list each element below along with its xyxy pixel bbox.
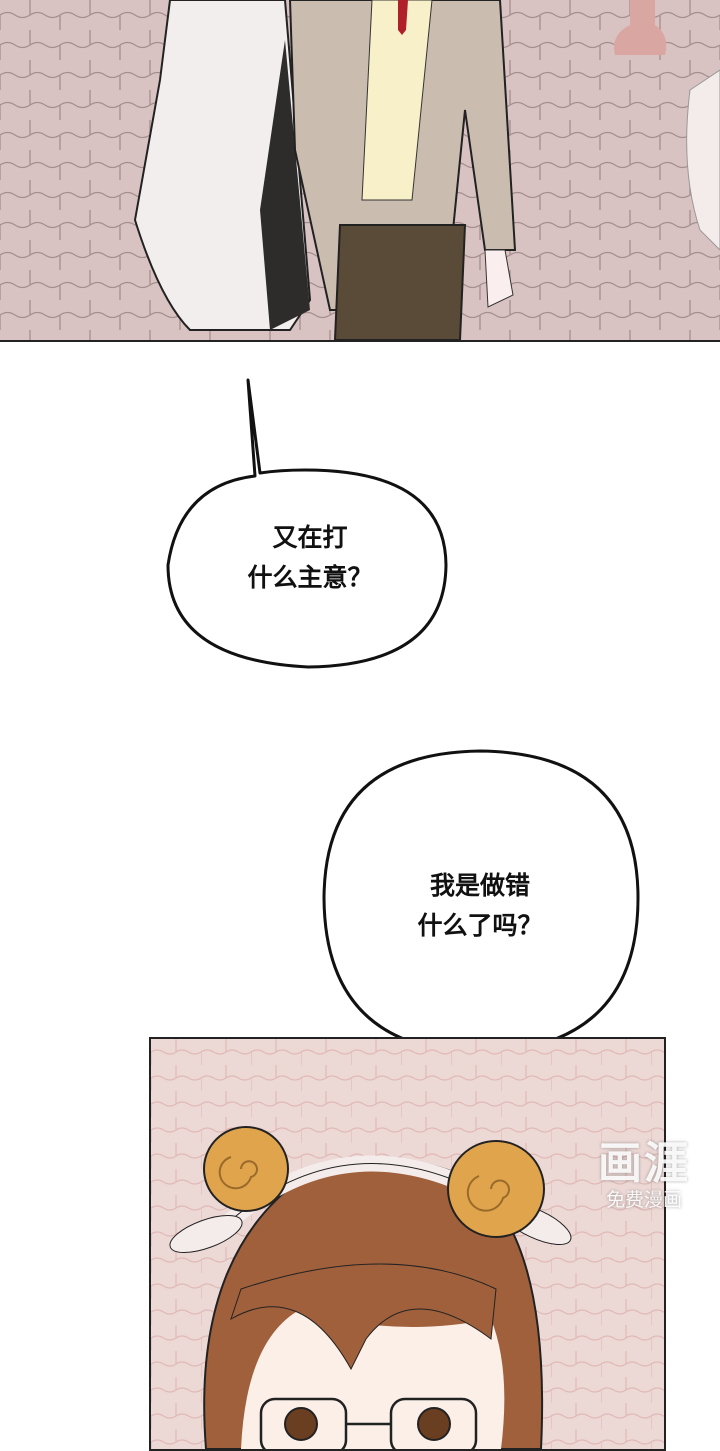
panel-illustration-students — [0, 0, 720, 340]
watermark-logo: 画涯 — [598, 1138, 690, 1189]
comic-panel-top — [0, 0, 720, 342]
watermark: 画涯 免费漫画 — [598, 1140, 690, 1212]
watermark-subtitle: 免费漫画 — [605, 1189, 682, 1211]
sheep-ear-right-icon — [447, 1140, 545, 1238]
sheep-ear-left-icon — [203, 1126, 289, 1212]
speech-bubble-text: 又在打 什么主意？ — [247, 523, 373, 592]
speech-bubble — [166, 378, 448, 669]
thought-bubble-text: 我是做错 什么了吗？ — [417, 871, 543, 940]
comic-panel-bottom — [149, 1037, 666, 1451]
panel-illustration-character — [151, 1039, 664, 1449]
